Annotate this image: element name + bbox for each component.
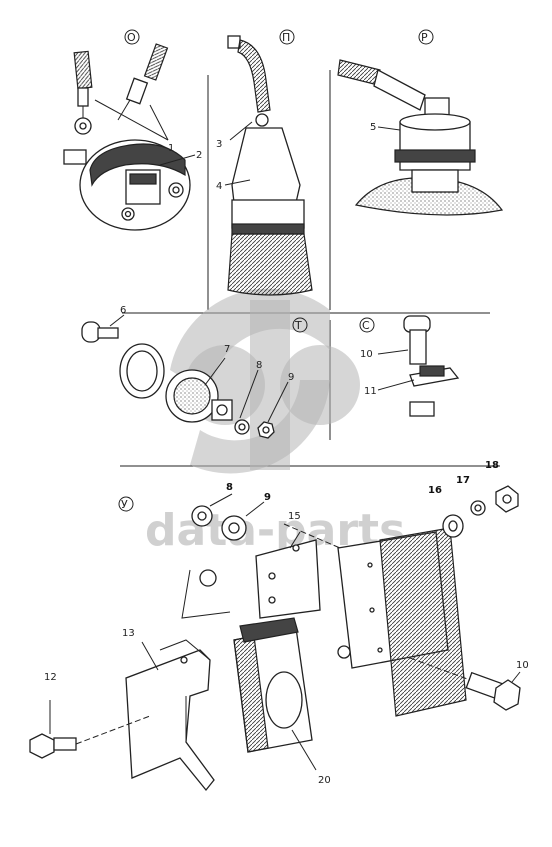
section-o-label: О	[127, 31, 136, 44]
section-r-parts	[337, 59, 504, 216]
section-labels: О П Р Т С У	[118, 29, 434, 512]
callout-13: 13	[122, 628, 135, 639]
callout-10-u: 10	[516, 660, 529, 671]
callout-3: 3	[216, 139, 222, 150]
callout-1: 1	[168, 143, 174, 154]
section-s-parts	[377, 315, 460, 417]
callout-10: 10	[360, 349, 373, 360]
callout-11: 11	[364, 386, 377, 397]
callout-12: 12	[44, 672, 57, 683]
callout-17: 17	[456, 475, 470, 486]
callout-6: 6	[120, 305, 126, 316]
section-t-parts	[81, 314, 289, 439]
section-r-label: Р	[421, 31, 428, 44]
section-t-label: Т	[294, 319, 302, 332]
callout-16: 16	[428, 485, 442, 496]
callout-7: 7	[224, 344, 230, 355]
section-s-label: С	[362, 319, 370, 332]
callout-8: 8	[256, 360, 262, 371]
callout-15: 15	[288, 511, 301, 522]
section-o-parts	[63, 43, 196, 231]
callout-9: 9	[288, 372, 294, 383]
callout-5: 5	[370, 122, 376, 133]
section-p-label: П	[282, 31, 290, 44]
section-p-parts	[224, 35, 313, 296]
callout-2: 2	[196, 150, 202, 161]
callout-4: 4	[216, 181, 222, 192]
section-u-parts	[29, 485, 521, 792]
section-u-label: У	[121, 498, 128, 511]
callout-20: 20	[318, 775, 331, 786]
callout-18: 18	[485, 460, 499, 471]
callout-9-u: 9	[264, 492, 271, 503]
callout-8-u: 8	[226, 482, 233, 493]
